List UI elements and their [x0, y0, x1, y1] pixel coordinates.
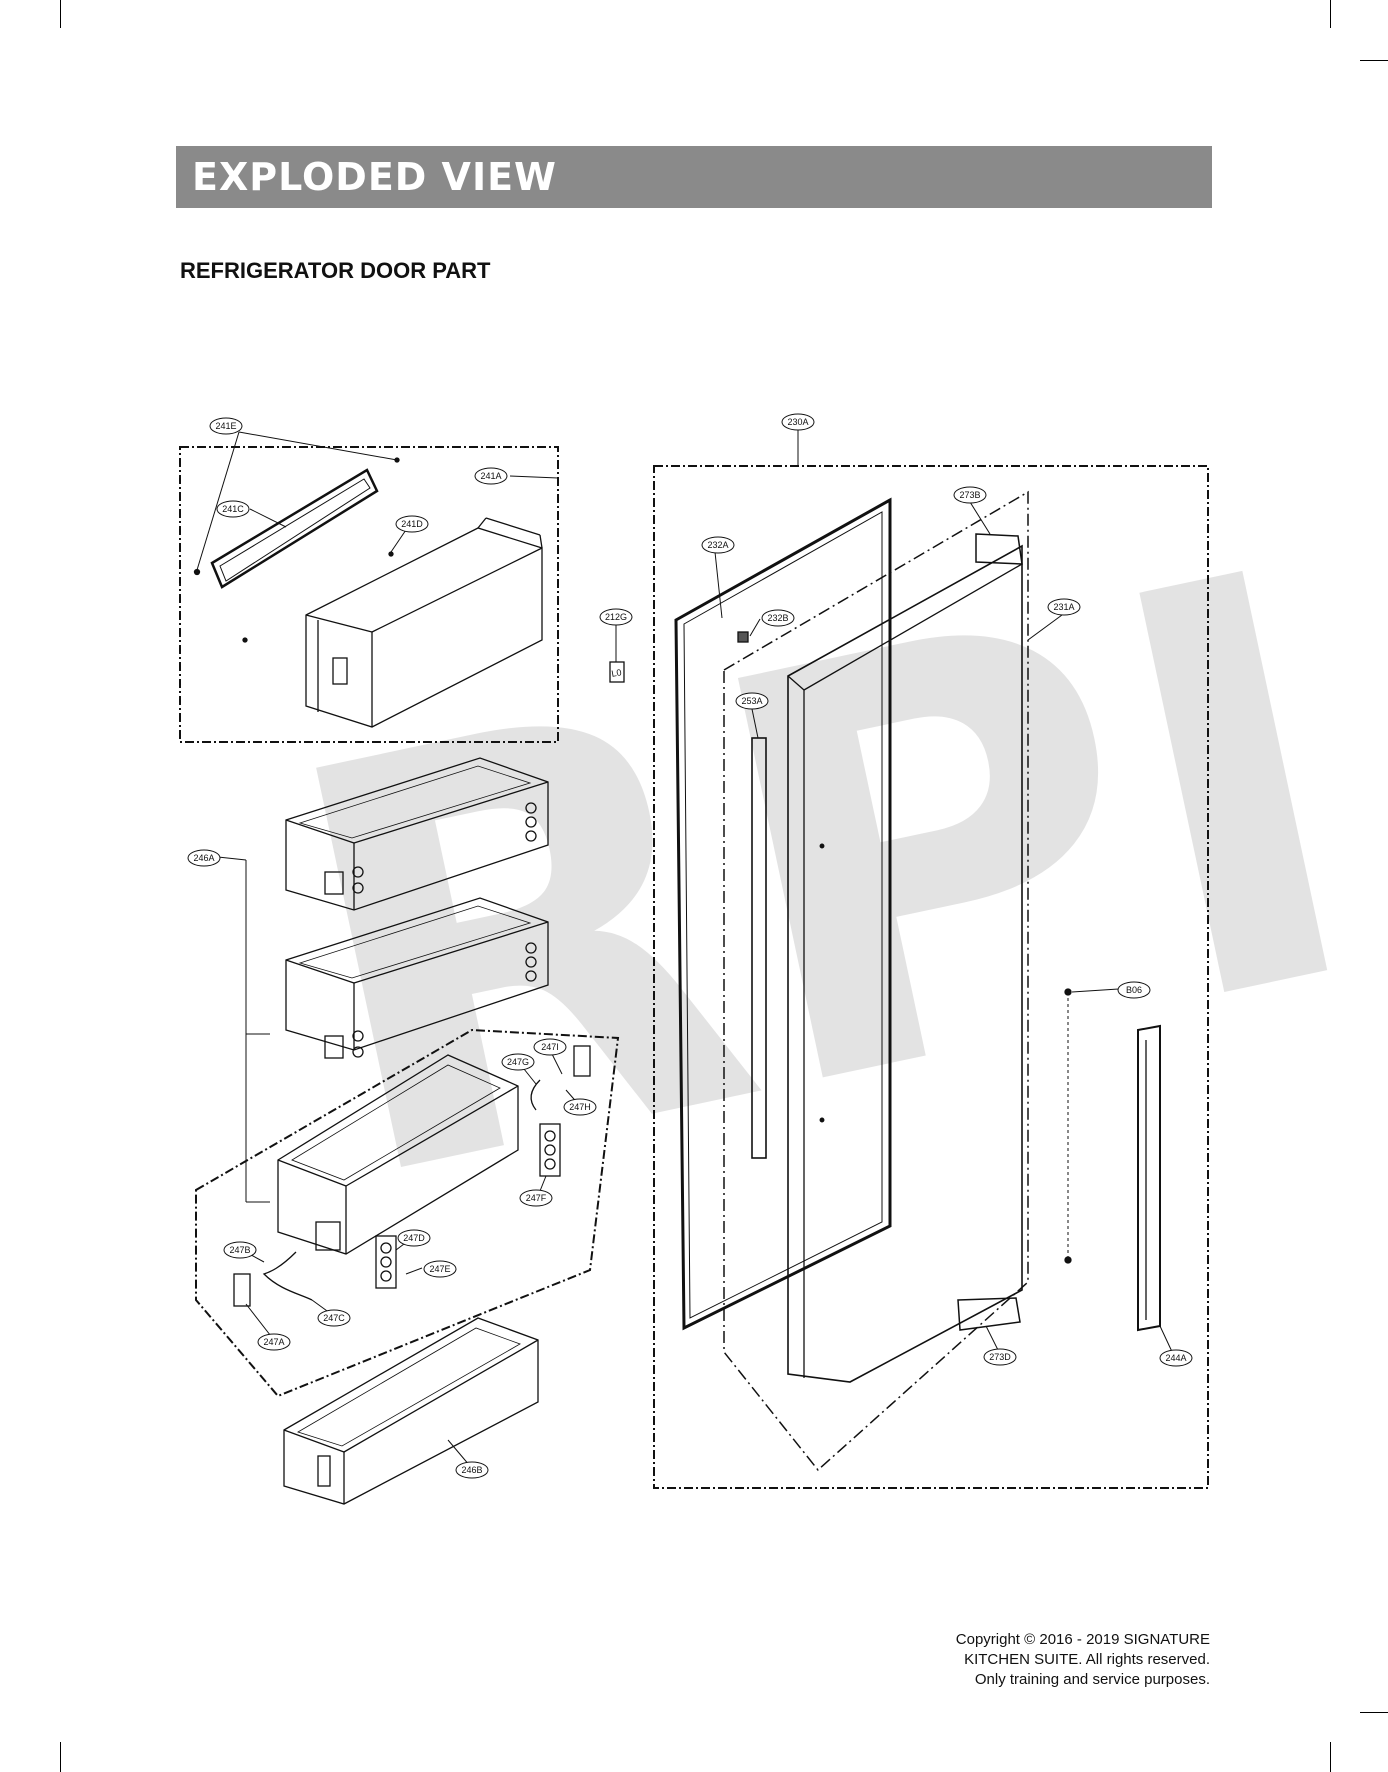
svg-text:247G: 247G [507, 1057, 529, 1067]
hinge-273b [975, 533, 1023, 565]
svg-text:273B: 273B [959, 490, 980, 500]
crop-mark-top-right [1330, 0, 1331, 28]
svg-text:247C: 247C [323, 1313, 345, 1323]
wire-247g [530, 1079, 541, 1111]
svg-text:B06: B06 [1126, 985, 1142, 995]
crop-mark-right-lower [1360, 1712, 1388, 1713]
svg-text:247I: 247I [541, 1042, 559, 1052]
cover-bin-241a [305, 517, 543, 728]
callout-212g: 212G [599, 608, 633, 626]
svg-text:232B: 232B [767, 613, 788, 623]
wire-247c [262, 1251, 313, 1301]
door-bin-1 [285, 757, 549, 911]
callout-273d: 273D [983, 1348, 1017, 1366]
callout-232a: 232A [701, 536, 735, 554]
section-title: REFRIGERATOR DOOR PART [180, 258, 491, 283]
svg-text:247B: 247B [229, 1245, 250, 1255]
callout-241d: 241D [395, 515, 429, 533]
group-box-bin3 [195, 1028, 620, 1398]
watermark: RPI [243, 452, 1388, 1308]
gasket-frame-241c [210, 468, 379, 589]
callout-241a: 241A [474, 467, 508, 485]
callout-247d: 247D [397, 1229, 431, 1247]
group-box-241 [179, 446, 559, 743]
door-gasket-232a [674, 497, 892, 1331]
svg-text:246B: 246B [461, 1465, 482, 1475]
crop-mark-bottom-right [1330, 1742, 1331, 1772]
door-liner-outline [723, 490, 1029, 1472]
callout-247b: 247B [223, 1241, 257, 1259]
door-bin-3 [277, 1054, 519, 1255]
door-bin-246b [283, 1317, 539, 1505]
bracket-247i [573, 1045, 591, 1077]
group-box-door [653, 465, 1209, 1489]
svg-text:273D: 273D [989, 1352, 1011, 1362]
rack-247d [375, 1235, 397, 1289]
svg-text:247D: 247D [403, 1233, 425, 1243]
label-tag-text: L0 [611, 667, 623, 679]
callout-247f: 247F [519, 1189, 553, 1207]
callout-247a: 247A [257, 1333, 291, 1351]
copyright-line-1: Copyright © 2016 - 2019 SIGNATURE [955, 1631, 1210, 1648]
svg-text:241E: 241E [215, 421, 236, 431]
callout-247i: 247I [533, 1038, 567, 1056]
svg-text:241C: 241C [222, 504, 244, 514]
screw-241d-b [242, 637, 248, 643]
svg-text:247E: 247E [429, 1264, 450, 1274]
callout-232b: 232B [761, 609, 795, 627]
svg-text:244A: 244A [1165, 1353, 1186, 1363]
callout-247c: 247C [317, 1309, 351, 1327]
screw-241e-b [193, 568, 201, 576]
callout-247h: 247H [563, 1098, 597, 1116]
door-bin-2 [285, 897, 549, 1059]
svg-text:253A: 253A [741, 696, 762, 706]
callout-241e: 241E [209, 417, 243, 435]
clip-232b [737, 631, 749, 643]
rail-253a [751, 737, 767, 1159]
callout-231a: 231A [1047, 598, 1081, 616]
svg-text:232A: 232A [707, 540, 728, 550]
callout-246b: 246B [455, 1461, 489, 1479]
callout-241c: 241C [216, 500, 250, 518]
svg-text:247A: 247A [263, 1337, 284, 1347]
svg-text:241A: 241A [480, 471, 501, 481]
door-panel-231a [787, 544, 1023, 1383]
page-title: EXPLODED VIEW [192, 155, 557, 199]
svg-text:247H: 247H [569, 1102, 591, 1112]
svg-text:231A: 231A [1053, 602, 1074, 612]
callout-b06: B06 [1117, 981, 1151, 999]
callout-253a: 253A [735, 692, 769, 710]
copyright-line-2: KITCHEN SUITE. All rights reserved. [964, 1651, 1210, 1668]
svg-text:212G: 212G [605, 612, 627, 622]
rack-247f [539, 1123, 561, 1177]
header-bar: EXPLODED VIEW [176, 146, 1212, 208]
hinge-273d [957, 1297, 1021, 1331]
crop-mark-right-upper [1360, 60, 1388, 61]
crop-mark-bottom-left [60, 1742, 61, 1772]
copyright-line-3: Only training and service purposes. [974, 1671, 1210, 1688]
callout-273b: 273B [953, 486, 987, 504]
callout-246a: 246A [187, 849, 221, 867]
copyright-notice: Copyright © 2016 - 2019 SIGNATURE KITCHE… [850, 1630, 1210, 1690]
screw-241d-a [388, 551, 394, 557]
callout-230a: 230A [781, 413, 815, 431]
callout-247e: 247E [423, 1260, 457, 1278]
callout-247g: 247G [501, 1053, 535, 1071]
svg-text:241D: 241D [401, 519, 423, 529]
svg-text:246A: 246A [193, 853, 214, 863]
svg-text:230A: 230A [787, 417, 808, 427]
crop-mark-top-left [60, 0, 61, 28]
bracket-247a [233, 1273, 251, 1307]
label-tag-212g [609, 661, 625, 683]
callout-244a: 244A [1159, 1349, 1193, 1367]
svg-text:247F: 247F [526, 1193, 547, 1203]
